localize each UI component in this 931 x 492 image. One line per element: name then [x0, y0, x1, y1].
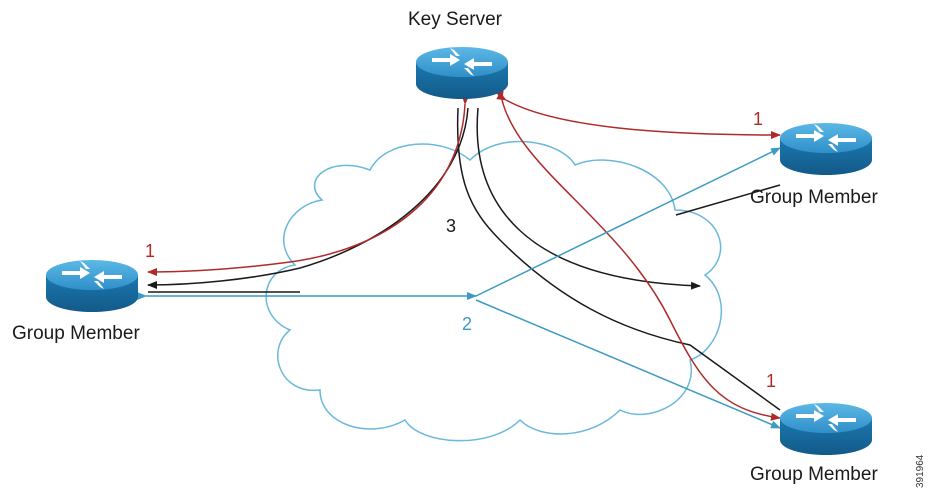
step-1-top-right: 1 [753, 109, 764, 129]
step-1-bottom-right: 1 [766, 371, 777, 391]
step-3-rekey: 3 [446, 216, 457, 236]
group-member-bottom-right-label: Group Member [750, 464, 878, 485]
group-member-left-label: Group Member [12, 323, 140, 344]
registration-path-bottomright [495, 90, 781, 421]
step-1-left: 1 [145, 241, 156, 261]
figure-id: 391964 [915, 454, 926, 488]
multicast-path-topright [475, 147, 781, 297]
group-member-top-right-label: Group Member [750, 187, 878, 208]
router-icon [46, 260, 138, 312]
step-2-multicast: 2 [462, 314, 473, 334]
registration-path-topright [496, 92, 781, 139]
registration-path-left [147, 94, 470, 276]
router-icon [416, 47, 508, 99]
router-icon [780, 123, 872, 175]
router-icon [780, 403, 872, 455]
multicast-path-bottomright [475, 299, 781, 429]
key-server-label: Key Server [408, 9, 502, 30]
